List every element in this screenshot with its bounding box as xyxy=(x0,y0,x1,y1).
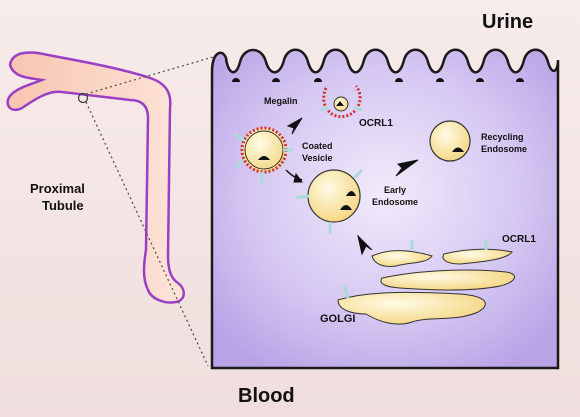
golgi xyxy=(337,248,515,325)
golgi-receptors xyxy=(342,240,488,299)
recycling-endosome-label: Endosome xyxy=(481,144,527,154)
microvilli-receptors xyxy=(232,78,524,82)
golgi-label: GOLGI xyxy=(320,313,355,325)
recycling-endosome xyxy=(429,120,471,162)
trafficking-arrows xyxy=(285,117,419,256)
ocrl1-golgi-label: OCRL1 xyxy=(502,234,536,245)
early-endosome xyxy=(295,168,364,234)
arrow-early-to-recycling xyxy=(395,159,419,177)
tubule-zoom-circle xyxy=(77,92,89,104)
proximal-label: Proximal xyxy=(30,181,85,196)
early-endosome-label: Endosome xyxy=(372,197,418,207)
recycling-label: Recycling xyxy=(481,132,524,142)
megalin-label: Megalin xyxy=(264,96,298,106)
tubule-label: Tubule xyxy=(42,198,84,213)
vesicle-label: Vesicle xyxy=(302,153,333,163)
blood-label: Blood xyxy=(238,385,295,407)
proximal-tubule xyxy=(6,51,185,304)
tubule-body xyxy=(6,51,185,304)
coated-vesicle xyxy=(233,126,293,184)
urine-label: Urine xyxy=(482,11,533,33)
coated-label: Coated xyxy=(302,141,333,151)
endocytic-pit xyxy=(319,85,363,119)
arrow-vesicle-to-early-head xyxy=(293,172,303,183)
early-label: Early xyxy=(384,185,406,195)
zoom-lines xyxy=(85,56,214,367)
arrow-early-to-golgi xyxy=(357,234,373,256)
arrow-megalin-to-vesicle xyxy=(286,117,303,135)
ocrl1-top-label: OCRL1 xyxy=(359,118,393,129)
